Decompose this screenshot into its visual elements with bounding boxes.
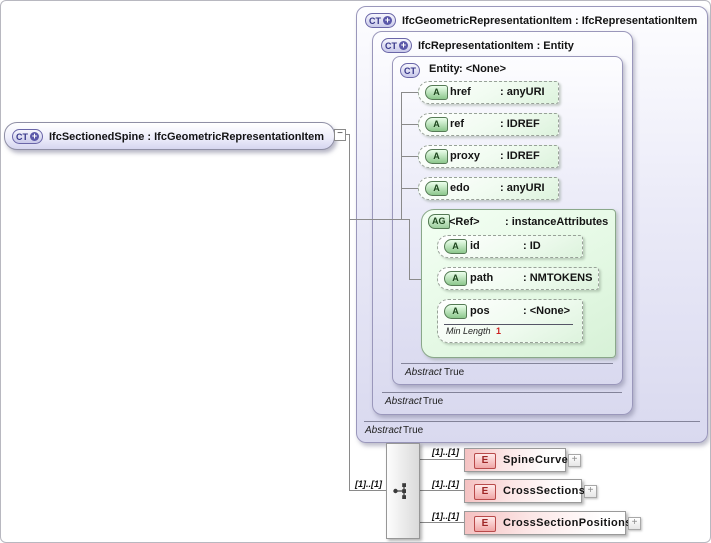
attribute-name: proxy bbox=[450, 150, 480, 162]
attribute-icon: A bbox=[444, 304, 467, 319]
type-header: CT+ IfcRepresentationItem : Entity bbox=[381, 38, 574, 53]
connector-line bbox=[401, 92, 402, 219]
attribute-name: ref bbox=[450, 118, 465, 130]
attribute-name: pos bbox=[470, 305, 490, 317]
element-name: CrossSections bbox=[503, 485, 586, 497]
element-name: CrossSectionPositions bbox=[503, 517, 632, 529]
facet-label: Min Length bbox=[446, 326, 491, 336]
attribute-type: : ID bbox=[523, 240, 541, 252]
attribute-box-proxy[interactable]: A proxy : IDREF bbox=[418, 145, 559, 168]
type-header: CT+ IfcSectionedSpine : IfcGeometricRepr… bbox=[12, 129, 324, 144]
abstract-label: Abstract bbox=[405, 367, 442, 378]
element-icon: E bbox=[474, 484, 496, 500]
ct-icon-label: CT bbox=[369, 15, 381, 26]
element-cardinality: [1]..[1] bbox=[432, 479, 459, 489]
ct-icon-label: CT bbox=[16, 131, 28, 142]
connector-line bbox=[418, 459, 464, 460]
element-cardinality: [1]..[1] bbox=[432, 447, 459, 457]
connector-line bbox=[409, 219, 410, 279]
attribute-icon: A bbox=[425, 149, 448, 164]
element-box-spinecurve[interactable]: E SpineCurve bbox=[464, 448, 569, 472]
connector-line bbox=[349, 219, 409, 220]
element-name: SpineCurve bbox=[503, 454, 569, 466]
abstract-value: True bbox=[444, 367, 465, 378]
connector-line bbox=[418, 490, 464, 491]
root-type-title: IfcSectionedSpine : IfcGeometricRepresen… bbox=[49, 130, 325, 143]
element-box-crosssections[interactable]: E CrossSections bbox=[464, 479, 586, 503]
ct-plus-icon: + bbox=[399, 40, 408, 50]
abstract-value: True bbox=[423, 396, 444, 407]
ct-icon-label: CT bbox=[385, 40, 397, 51]
attribute-name: path bbox=[470, 272, 494, 284]
attribute-name: href bbox=[450, 86, 471, 98]
facet-separator bbox=[444, 324, 573, 325]
attribute-group-header: AG bbox=[428, 214, 456, 229]
abstract-separator bbox=[364, 421, 700, 422]
sequence-icon bbox=[393, 483, 406, 499]
expand-toggle[interactable]: + bbox=[584, 485, 597, 498]
abstract-separator bbox=[401, 363, 613, 364]
type-header: CT bbox=[400, 63, 426, 78]
attribute-group-icon: AG bbox=[428, 214, 450, 229]
attribute-icon: A bbox=[444, 271, 467, 286]
collapse-toggle[interactable]: − bbox=[334, 129, 346, 141]
attribute-type: : <None> bbox=[523, 305, 571, 317]
connector-line bbox=[345, 134, 350, 135]
complex-type-icon: CT+ bbox=[12, 129, 43, 144]
abstract-separator bbox=[382, 392, 622, 393]
attribute-box-path[interactable]: A path : NMTOKENS bbox=[437, 267, 599, 290]
attribute-type: : IDREF bbox=[500, 118, 540, 130]
element-icon: E bbox=[474, 453, 496, 469]
compositor-cardinality: [1]..[1] bbox=[355, 479, 382, 489]
sequence-compositor-box[interactable] bbox=[386, 443, 420, 539]
type-title: IfcGeometricRepresentationItem : IfcRepr… bbox=[402, 14, 698, 27]
connector-line bbox=[401, 92, 419, 93]
ct-plus-icon: + bbox=[30, 131, 39, 141]
connector-line bbox=[401, 156, 419, 157]
attribute-name: edo bbox=[450, 182, 470, 194]
element-icon: E bbox=[474, 516, 496, 532]
ct-plus-icon: + bbox=[383, 15, 392, 25]
abstract-label: Abstract bbox=[365, 425, 402, 436]
connector-line bbox=[349, 134, 350, 491]
type-name: Entity bbox=[429, 63, 460, 75]
complex-type-icon: CT+ bbox=[365, 13, 396, 28]
attribute-type: : anyURI bbox=[500, 86, 545, 98]
abstract-label: Abstract bbox=[385, 396, 422, 407]
attribute-box-ref[interactable]: A ref : IDREF bbox=[418, 113, 559, 136]
connector-line bbox=[409, 279, 431, 280]
complex-type-icon: CT+ bbox=[381, 38, 412, 53]
attribute-box-edo[interactable]: A edo : anyURI bbox=[418, 177, 559, 200]
abstract-value: True bbox=[403, 425, 424, 436]
facet-value: 1 bbox=[496, 326, 502, 336]
attribute-type: : anyURI bbox=[500, 182, 545, 194]
attribute-group-name: <Ref> bbox=[449, 216, 480, 228]
expand-toggle[interactable]: + bbox=[628, 517, 641, 530]
attribute-box-pos[interactable]: A pos : <None> Min Length 1 bbox=[437, 299, 583, 343]
attribute-type: : IDREF bbox=[500, 150, 540, 162]
connector-line bbox=[349, 490, 386, 491]
connector-line bbox=[401, 124, 419, 125]
attribute-icon: A bbox=[444, 239, 467, 254]
attribute-icon: A bbox=[425, 85, 448, 100]
connector-line bbox=[418, 522, 464, 523]
attribute-group-type: : instanceAttributes bbox=[505, 216, 609, 228]
type-header: CT+ IfcGeometricRepresentationItem : Ifc… bbox=[365, 13, 697, 28]
type-title: IfcRepresentationItem : Entity bbox=[418, 39, 574, 52]
attribute-box-id[interactable]: A id : ID bbox=[437, 235, 583, 258]
element-cardinality: [1]..[1] bbox=[432, 511, 459, 521]
attribute-icon: A bbox=[425, 181, 448, 196]
attribute-name: id bbox=[470, 240, 480, 252]
connector-line bbox=[401, 188, 419, 189]
expand-toggle[interactable]: + bbox=[568, 454, 581, 467]
root-type-box-ifcsectionedspine[interactable]: CT+ IfcSectionedSpine : IfcGeometricRepr… bbox=[4, 122, 335, 150]
ct-icon-label: CT bbox=[404, 65, 416, 76]
complex-type-icon: CT bbox=[400, 63, 420, 78]
type-base: : <None> bbox=[459, 63, 507, 75]
attribute-icon: A bbox=[425, 117, 448, 132]
attribute-type: : NMTOKENS bbox=[523, 272, 593, 284]
element-box-crosssectionpositions[interactable]: E CrossSectionPositions bbox=[464, 511, 631, 535]
attribute-box-href[interactable]: A href : anyURI bbox=[418, 81, 559, 104]
